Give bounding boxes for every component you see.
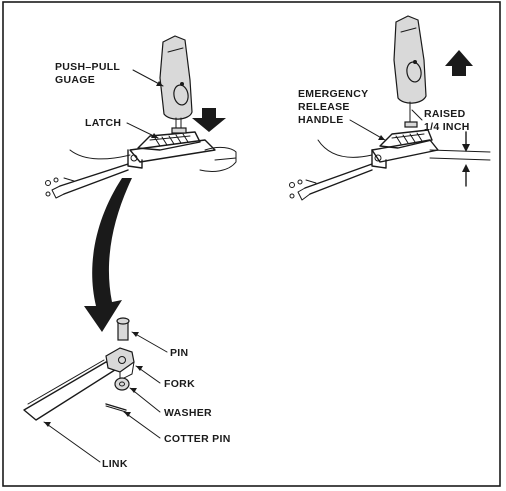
label-emergency-line1: EMERGENCY [298,88,368,100]
raised-dimension-marker [462,131,470,187]
washer [114,377,130,391]
label-washer: WASHER [164,407,212,419]
label-push-pull-line1: PUSH–PULL [55,61,120,73]
link [23,361,119,421]
label-push-pull-line2: GUAGE [55,74,95,86]
left-assembly [45,131,237,199]
pin [116,317,130,341]
cotter-pin [105,403,127,411]
label-raised-line2: 1/4 INCH [424,121,470,133]
label-cotter-pin: COTTER PIN [164,433,231,445]
label-emergency-line2: RELEASE [298,101,350,113]
fork [105,347,135,373]
latch [137,131,201,151]
label-emergency-line3: HANDLE [298,114,344,126]
figure-border [2,1,501,487]
detail-callout-arrow [84,178,132,332]
label-latch: LATCH [85,117,121,129]
emergency-release-handle [379,129,433,149]
label-fork: FORK [164,378,195,390]
leader-lines [43,69,423,463]
label-pin: PIN [170,347,188,359]
down-arrow-icon [192,108,226,132]
push-pull-gauge-right [393,15,427,128]
push-pull-gauge-left [159,35,193,134]
linkage-detail [23,317,135,421]
right-assembly [289,129,491,201]
label-raised-line1: RAISED [424,108,466,120]
label-link: LINK [102,458,128,470]
up-arrow-icon [445,50,473,76]
